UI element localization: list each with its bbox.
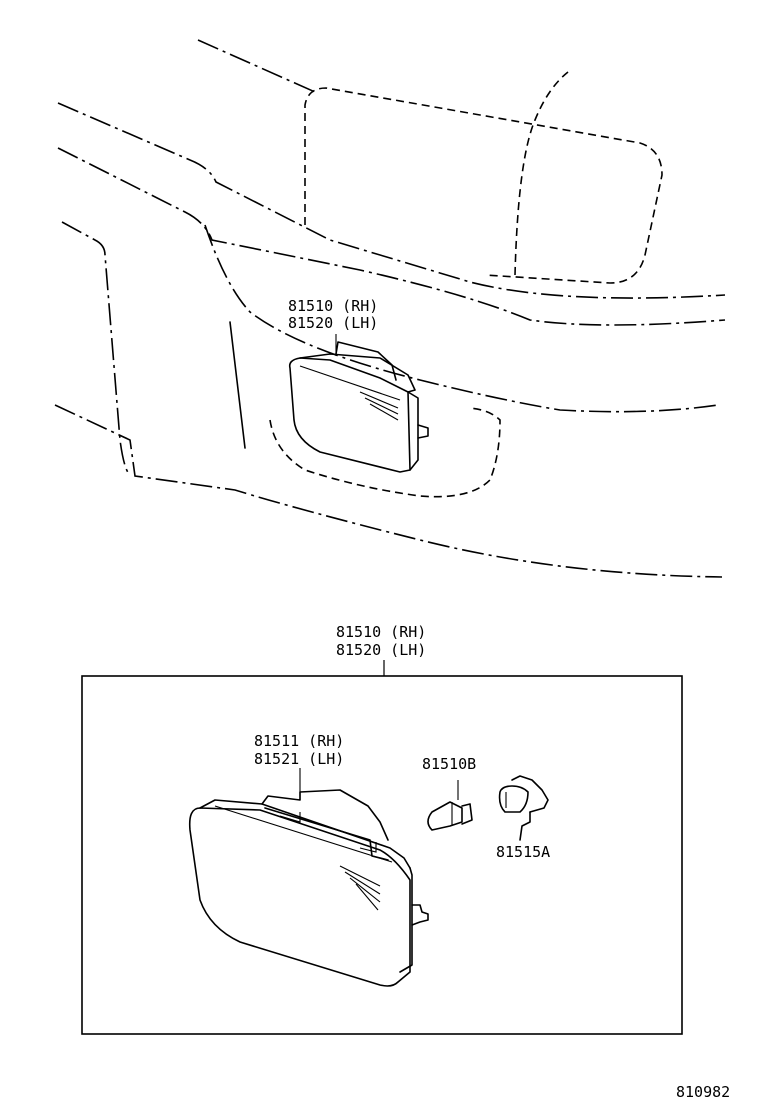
diagram-number: 810982	[676, 1083, 730, 1101]
lens-callout-lh: 81521 (LH)	[254, 750, 344, 768]
fog-lamp-installed	[288, 334, 429, 473]
assembly-callout-rh: 81510 (RH)	[336, 623, 426, 641]
vehicle-callout-rh: 81510 (RH)	[288, 297, 378, 315]
bulb-part-label: 81510B	[422, 755, 476, 773]
assembly-frame	[81, 675, 683, 1035]
bulb-icon	[427, 780, 473, 831]
fog-lamp-assembly	[188, 768, 429, 987]
socket-icon	[498, 775, 549, 841]
vehicle-callout-lh: 81520 (LH)	[288, 314, 378, 332]
socket-part-label: 81515A	[496, 843, 550, 861]
lens-callout-rh: 81511 (RH)	[254, 732, 344, 750]
assembly-callout-lh: 81520 (LH)	[336, 641, 426, 659]
vehicle-body-outline	[54, 39, 726, 578]
